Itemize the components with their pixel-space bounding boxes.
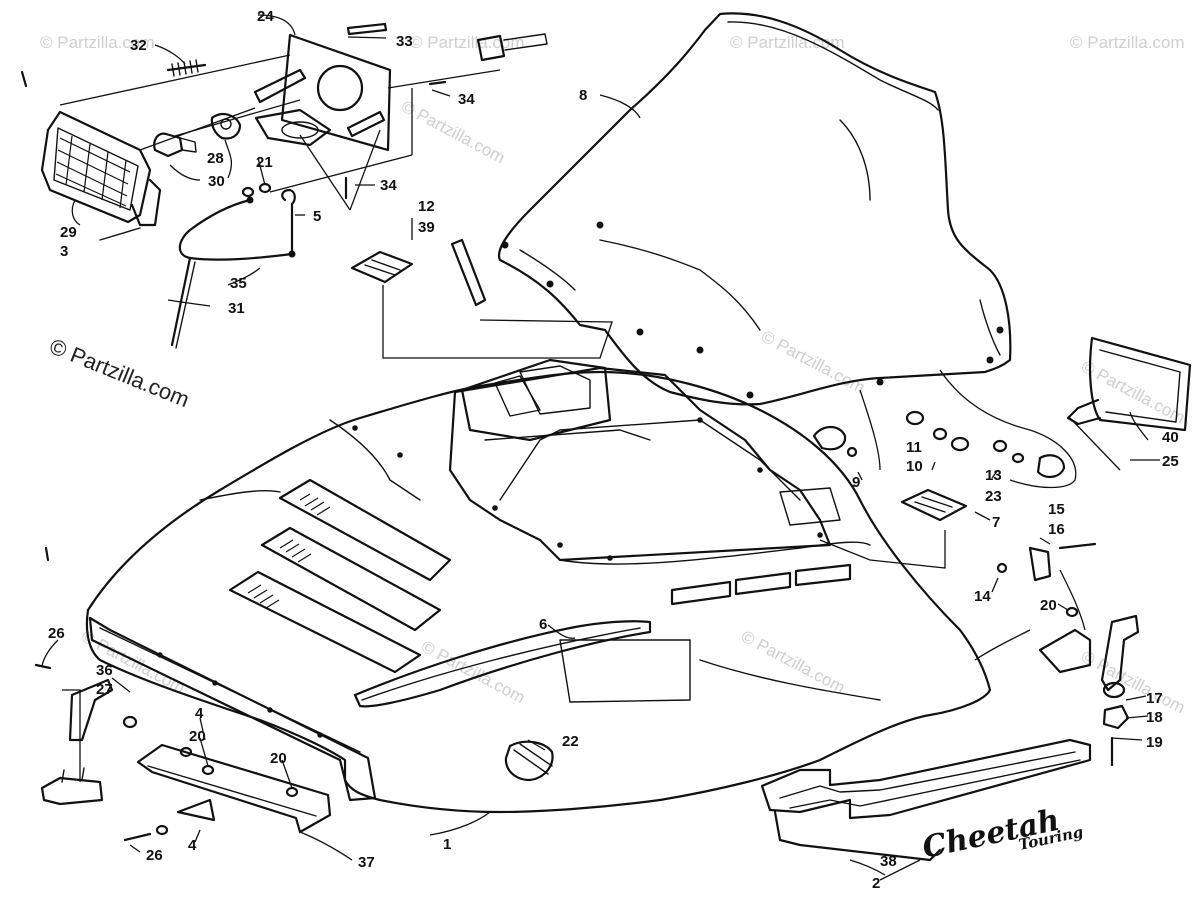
callout-38: 38 xyxy=(880,853,897,870)
callout-11: 11 xyxy=(906,439,922,456)
callout-10: 10 xyxy=(906,458,923,475)
callout-39: 39 xyxy=(418,219,435,236)
callout-28: 28 xyxy=(207,150,224,167)
callout-31: 31 xyxy=(228,300,245,317)
callout-18: 18 xyxy=(1146,709,1163,726)
windshield xyxy=(497,12,1012,406)
small-parts-left xyxy=(34,663,332,842)
watermark: © Partzilla.com xyxy=(1078,647,1188,718)
callout-9: 9 xyxy=(852,474,860,491)
callout-17: 17 xyxy=(1146,690,1163,707)
watermark-layer: © Partzilla.com © Partzilla.com © Partzi… xyxy=(40,33,1188,717)
callout-26b: 26 xyxy=(146,847,163,864)
callout-23: 23 xyxy=(985,488,1002,505)
watermark: © Partzilla.com xyxy=(1078,357,1188,428)
watermark: © Partzilla.com xyxy=(758,327,868,398)
callout-32: 32 xyxy=(130,37,147,54)
callout-30: 30 xyxy=(208,173,225,190)
callout-34a: 34 xyxy=(458,91,475,108)
callout-8: 8 xyxy=(579,87,587,104)
callout-16: 16 xyxy=(1048,521,1065,538)
watermark: © Partzilla.com xyxy=(418,637,528,708)
callout-20c: 20 xyxy=(270,750,287,767)
watermark: © Partzilla.com xyxy=(730,33,845,52)
callout-12: 12 xyxy=(418,198,435,215)
callout-20b: 20 xyxy=(189,728,206,745)
callout-40: 40 xyxy=(1162,429,1179,446)
callout-labels: 1 2 3 4 4 5 6 7 8 9 10 11 12 13 14 15 16… xyxy=(48,8,1179,892)
small-parts-right xyxy=(974,542,1140,767)
headlight-assembly xyxy=(40,22,548,349)
leader-lines xyxy=(41,14,1160,881)
callout-1: 1 xyxy=(443,836,451,853)
callout-4: 4 xyxy=(195,705,204,722)
callout-15: 15 xyxy=(1048,501,1065,518)
callout-35: 35 xyxy=(230,275,247,292)
callout-7: 7 xyxy=(992,514,1000,531)
callout-6: 6 xyxy=(539,616,547,633)
callout-22: 22 xyxy=(562,733,579,750)
callout-25: 25 xyxy=(1162,453,1179,470)
callout-34b: 34 xyxy=(380,177,397,194)
callout-13: 13 xyxy=(985,467,1002,484)
callout-14: 14 xyxy=(974,588,991,605)
callout-3: 3 xyxy=(60,243,68,260)
watermark: © Partzilla.com xyxy=(40,33,155,52)
callout-4b: 4 xyxy=(188,837,197,854)
watermark-prominent: © Partzilla.com xyxy=(46,333,193,412)
callout-37: 37 xyxy=(358,854,375,871)
callout-2: 2 xyxy=(872,875,880,892)
callout-29: 29 xyxy=(60,224,77,241)
callout-26a: 26 xyxy=(48,625,65,642)
small-parts-upper xyxy=(350,238,1192,569)
callout-20a: 20 xyxy=(1040,597,1057,614)
hood xyxy=(85,358,992,814)
callout-24: 24 xyxy=(257,8,274,25)
stray-marks xyxy=(20,70,50,562)
watermark: © Partzilla.com xyxy=(398,97,508,168)
watermark: © Partzilla.com xyxy=(738,627,848,698)
callout-19: 19 xyxy=(1146,734,1163,751)
side-decal: Cheetah Touring xyxy=(760,738,1092,866)
watermark: © Partzilla.com xyxy=(1070,33,1185,52)
callout-5: 5 xyxy=(313,208,321,225)
callout-36: 36 xyxy=(96,662,113,679)
callout-27: 27 xyxy=(96,681,113,698)
callout-33: 33 xyxy=(396,33,413,50)
callout-21: 21 xyxy=(256,154,273,171)
